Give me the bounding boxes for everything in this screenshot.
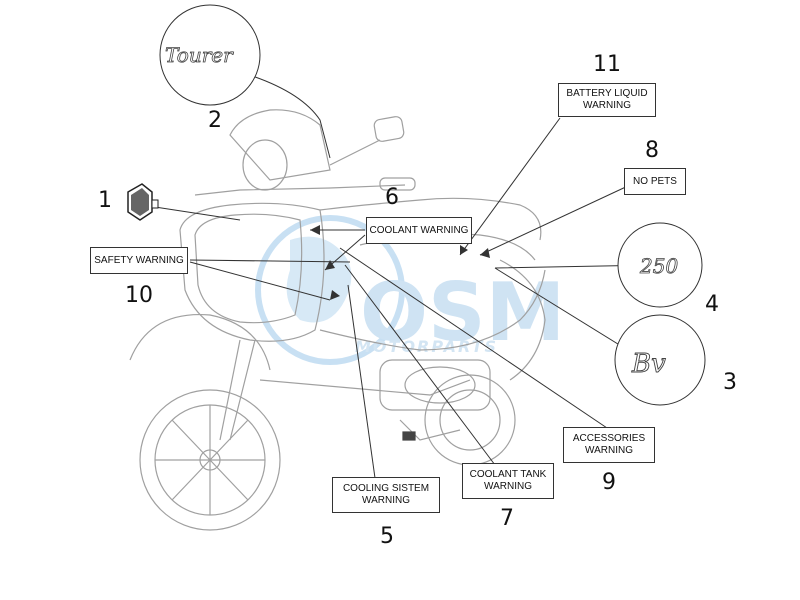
label-cooling-line1: COOLING SISTEM: [342, 483, 430, 494]
label-battery-line2: WARNING: [583, 100, 631, 111]
label-cooling-sistem-warning: COOLING SISTEM WARNING: [332, 477, 440, 513]
part-number-5: 5: [380, 524, 394, 549]
label-coolant-warning-text: COOLANT WARNING: [369, 224, 469, 236]
label-coolant-tank-warning: COOLANT TANK WARNING: [462, 463, 554, 499]
part-number-2: 2: [208, 108, 222, 133]
label-safety-warning: SAFETY WARNING: [90, 247, 188, 274]
label-no-pets: NO PETS: [624, 168, 686, 195]
label-coolant-warning: COOLANT WARNING: [366, 217, 472, 244]
bv-badge-text: Bv: [631, 349, 666, 379]
part-number-9: 9: [602, 470, 616, 495]
tourer-badge: Tourer: [159, 4, 261, 106]
bv-badge: Bv: [614, 314, 706, 406]
label-coolant-tank-line2: WARNING: [484, 481, 532, 492]
key-badge-part: [127, 183, 159, 221]
watermark-logo: OSM MOTORPARTS: [255, 215, 565, 365]
label-accessories-warning: ACCESSORIES WARNING: [563, 427, 655, 463]
label-safety-warning-text: SAFETY WARNING: [94, 254, 184, 266]
part-number-4: 4: [705, 292, 719, 317]
part-number-10: 10: [125, 283, 153, 308]
arrow-heads: [310, 225, 490, 300]
part-number-7: 7: [500, 506, 514, 531]
watermark-sub: MOTORPARTS: [355, 337, 498, 356]
part-number-11: 11: [593, 52, 621, 77]
watermark-brand: OSM: [360, 266, 565, 359]
part-number-1: 1: [98, 188, 112, 213]
part-number-8: 8: [645, 138, 659, 163]
label-accessories-line1: ACCESSORIES: [572, 433, 646, 444]
badge-250: 250: [617, 222, 703, 308]
tourer-badge-text: Tourer: [165, 43, 234, 67]
badge-250-text: 250: [639, 254, 678, 278]
part-number-3: 3: [723, 370, 737, 395]
label-battery-line1: BATTERY LIQUID: [566, 88, 648, 99]
label-no-pets-text: NO PETS: [633, 175, 677, 187]
label-battery-liquid-warning: BATTERY LIQUID WARNING: [558, 83, 656, 117]
label-coolant-tank-line1: COOLANT TANK: [469, 469, 547, 480]
label-accessories-line2: WARNING: [585, 445, 633, 456]
part-number-6: 6: [385, 185, 399, 210]
label-cooling-line2: WARNING: [362, 495, 410, 506]
